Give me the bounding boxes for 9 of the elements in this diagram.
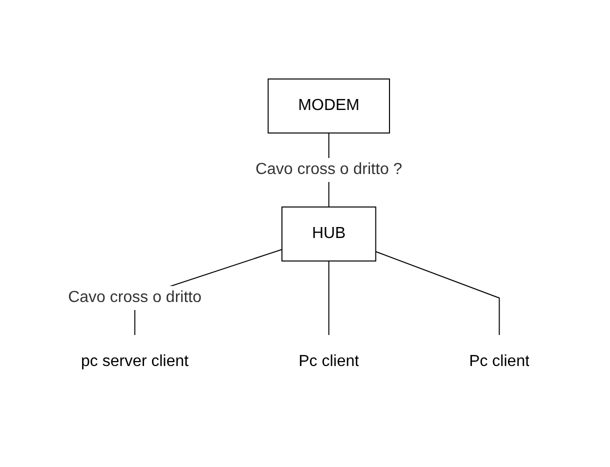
node-text: pc server client <box>80 352 188 370</box>
edge-label: Cavo cross o dritto <box>68 288 202 306</box>
node-box: HUB <box>281 206 376 261</box>
node-box: MODEM <box>267 78 390 133</box>
edge-label: Cavo cross o dritto ? <box>255 160 402 178</box>
node-text: Pc client <box>468 352 530 370</box>
node-text: Pc client <box>298 352 359 370</box>
connector <box>374 250 500 335</box>
connector <box>328 260 330 335</box>
